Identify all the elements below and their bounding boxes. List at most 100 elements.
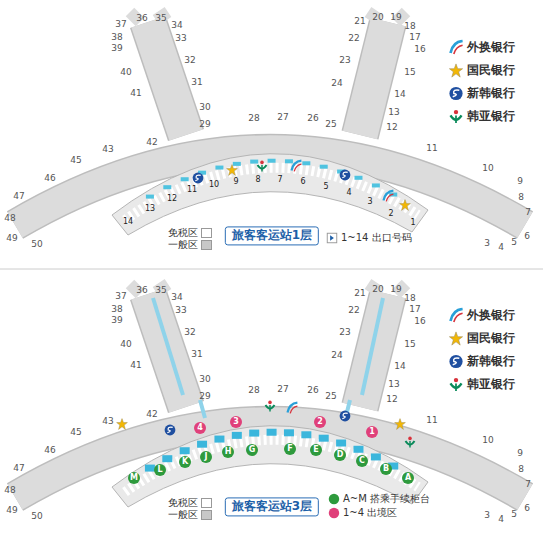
gate-number: 33 (175, 34, 186, 43)
exit-number: 7 (277, 176, 282, 184)
gate-number: 40 (120, 68, 131, 77)
legend-item: 免税区 (168, 226, 212, 240)
gate-number: 18 (404, 22, 415, 31)
bank-icon (449, 86, 462, 99)
bank-icon (193, 173, 204, 184)
gate-number: 46 (44, 446, 55, 455)
gate-number: 37 (115, 292, 126, 301)
gate-number: 38 (111, 305, 122, 314)
exit-number: 2 (388, 210, 393, 218)
legend-item: 1~4 出境区 (328, 506, 397, 520)
gate-number: 28 (248, 114, 259, 123)
gate-number: 26 (307, 386, 318, 395)
gate-number: 48 (4, 214, 15, 223)
legend-item: 一般区 (168, 238, 212, 252)
gate-number: 12 (386, 123, 397, 132)
counter-code: 2 (317, 418, 323, 426)
checkin-counter: L (154, 464, 166, 476)
gate-number: 28 (248, 386, 259, 395)
bank-icon (451, 308, 463, 321)
gate-number: 21 (354, 289, 365, 298)
legend-text: 韩亚银行 (467, 376, 515, 393)
gate-number: 19 (390, 285, 401, 294)
legend-text: 外换银行 (467, 307, 515, 324)
bank-icon (400, 200, 411, 211)
legend-text: 一般区 (168, 238, 198, 252)
gate-number: 47 (13, 192, 24, 201)
gate-number: 23 (339, 56, 350, 65)
shop-block (232, 432, 242, 439)
shop-block (181, 177, 189, 181)
counter-code: G (249, 446, 256, 454)
counter-code: F (287, 445, 292, 453)
bank-icon (258, 161, 267, 172)
legend-text: 外换银行 (467, 39, 515, 56)
legend-swatch (201, 510, 212, 520)
shop-block (371, 453, 381, 460)
gate-number: 17 (409, 305, 420, 314)
gate-number: 6 (524, 232, 530, 241)
gate-number: 13 (388, 380, 399, 389)
gate-number: 14 (394, 90, 405, 99)
bank-icon (340, 411, 351, 422)
gate-number: 3 (484, 511, 490, 520)
gate-number: 40 (120, 340, 131, 349)
gate-number: 30 (199, 103, 210, 112)
gate-number: 37 (115, 20, 126, 29)
legend-item: 1~14 出口号码 (326, 231, 412, 245)
gate-number: 34 (171, 293, 182, 302)
shop-block (268, 159, 276, 163)
bank-icon (449, 63, 462, 76)
gate-number: 49 (6, 234, 17, 243)
checkin-counter: G (246, 444, 258, 456)
gate-number: 21 (354, 17, 365, 26)
gate-number: 18 (404, 294, 415, 303)
legend-text: 免税区 (168, 226, 198, 240)
gate-number: 7 (525, 208, 531, 217)
gate-number: 33 (175, 306, 186, 315)
exit-number: 3 (367, 198, 372, 206)
gate-number: 45 (70, 428, 81, 437)
gate-number: 16 (414, 45, 425, 54)
floor-name: 旅客客运站1层 (232, 228, 312, 242)
bank-icon (165, 425, 176, 436)
checkin-counter: C (356, 455, 368, 467)
gate-number: 48 (4, 486, 15, 495)
gate-number: 24 (331, 351, 342, 360)
gate-number: 4 (498, 515, 504, 524)
bank-icon (451, 377, 462, 390)
gate-number: 32 (184, 56, 195, 65)
gate-number: 23 (339, 328, 350, 337)
gate-number: 22 (348, 34, 359, 43)
bank-icon (406, 437, 415, 448)
legend-item: 国民银行 (448, 62, 515, 79)
gate-number: 35 (155, 14, 166, 23)
shop-block (354, 176, 362, 180)
exit-number: 10 (209, 181, 219, 189)
floor-title: 旅客客运站3层 (225, 497, 319, 516)
legend-text: 1~4 出境区 (343, 506, 397, 520)
counter-code: J (205, 453, 208, 461)
shop-block (302, 161, 310, 165)
shop-block (320, 165, 328, 169)
exit-number: 14 (123, 218, 133, 226)
legend-item: 外换银行 (448, 39, 515, 56)
legend-text: 新韩银行 (467, 85, 515, 102)
bank-icon (329, 494, 339, 504)
floor-1-plan (15, 12, 525, 235)
gate-number: 45 (70, 156, 81, 165)
legend-item: 韩亚银行 (448, 108, 515, 125)
bank-icon (292, 161, 302, 172)
gate-number: 22 (348, 306, 359, 315)
counter-code: H (225, 448, 232, 456)
gate-number: 34 (171, 21, 182, 30)
bank-icon (266, 401, 275, 412)
gate-number: 11 (426, 416, 437, 425)
checkin-counter: E (310, 444, 322, 456)
gate-number: 50 (31, 512, 42, 521)
shop-block (285, 159, 293, 163)
gate-number: 20 (372, 13, 383, 22)
shop-block (162, 455, 172, 462)
exit-number: 6 (300, 178, 305, 186)
